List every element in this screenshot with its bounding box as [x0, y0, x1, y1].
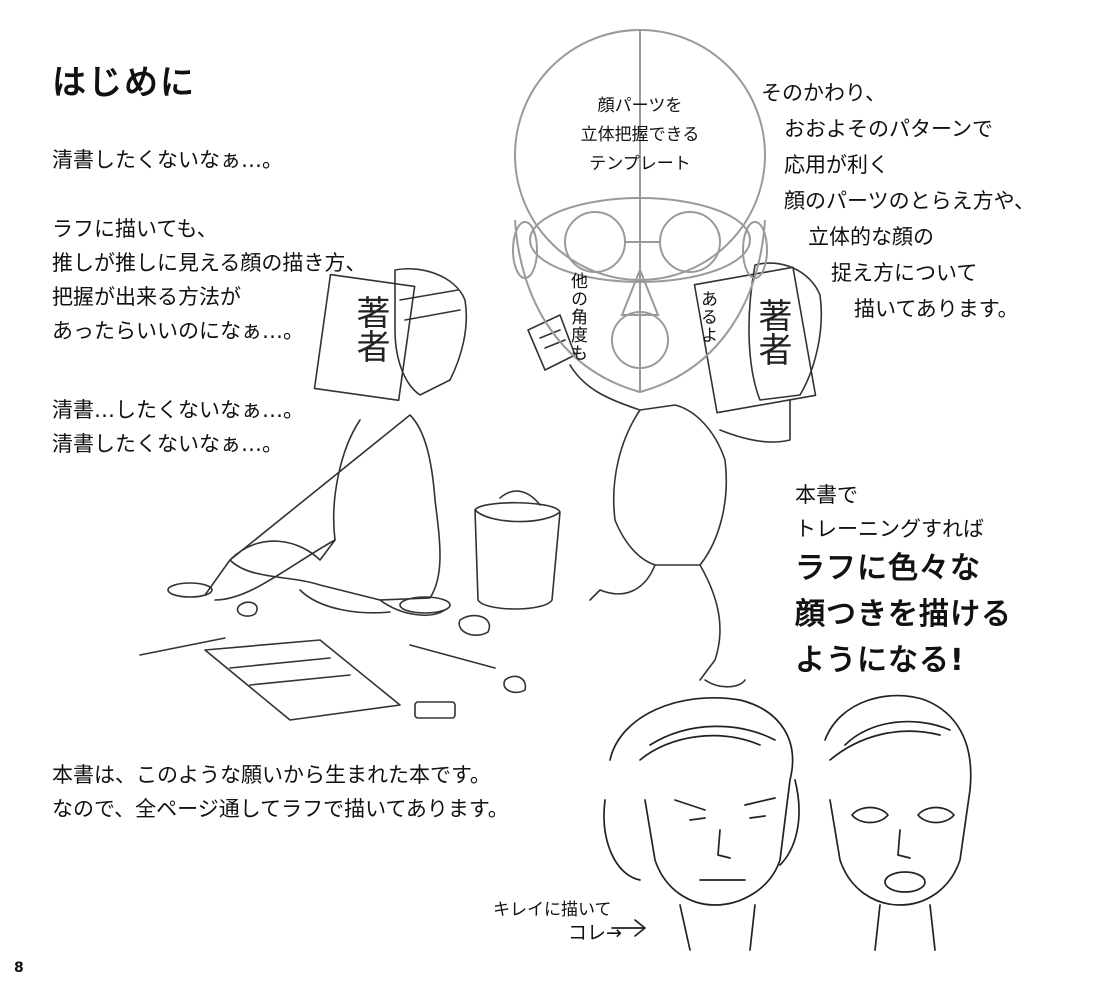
face-slick-hair [603, 696, 800, 951]
intro-paragraph-3: 清書…したくないなぁ…。 清書したくないなぁ…。 [52, 398, 304, 456]
right-line: 顔のパーツのとらえ方や、 [784, 189, 1035, 213]
author-sign-right: 著者 [752, 298, 792, 366]
promo-line: トレーニングすれば [795, 517, 984, 541]
template-note-line: テンプレート [589, 154, 691, 174]
right-line: 応用が利く [784, 153, 889, 177]
clean-drawing-label: キレイに描いて [493, 900, 612, 920]
there-is-note: あるよ [697, 290, 717, 344]
sketchbook [204, 639, 401, 721]
template-note-line: 立体把握できる [580, 125, 700, 145]
intro-paragraph-4: 本書は、このような願いから生まれた本です。 なので、全ページ通してラフで描いてあ… [52, 763, 509, 821]
intro-paragraph-2: ラフに描いても、 推しが推しに見える顔の描き方、 把握が出来る方法が あったらい… [52, 217, 367, 343]
trash-can [474, 501, 561, 610]
right-paragraph: そのかわり、 おおよそのパターンで 応用が利く 顔のパーツのとらえ方や、 立体的… [756, 75, 1035, 327]
right-line: 捉え方について [831, 261, 978, 285]
standing-figure-legs [589, 564, 721, 681]
promo-block: 本書で トレーニングすれば ラフに色々な 顔つきを描ける ようになる! [795, 478, 1012, 684]
template-note-line: 顔パーツを [597, 96, 683, 116]
seated-figure-legs [214, 539, 446, 616]
standing-figure-head [748, 262, 823, 401]
right-line: 描いてあります。 [854, 297, 1019, 321]
pencil-1 [139, 637, 226, 656]
right-line: おおよそのパターンで [784, 117, 993, 141]
right-line: そのかわり、 [761, 81, 887, 105]
other-angles-note: 他の角度も [567, 272, 587, 362]
promo-headline: ラフに色々な [795, 551, 981, 586]
intro-paragraph-1: 清書したくないなぁ…。 [52, 148, 283, 172]
standing-figure-body [612, 404, 728, 566]
standing-figure-arm [569, 364, 791, 443]
face-short-hair [824, 694, 972, 951]
promo-headline: 顔つきを描ける [795, 597, 1012, 632]
page-title: はじめに [52, 63, 196, 103]
right-line: 立体的な顔の [808, 225, 934, 249]
template-note: 顔パーツを 立体把握できる テンプレート [575, 92, 705, 179]
eraser [414, 701, 456, 719]
arrow-icon [611, 919, 646, 937]
promo-line: 本書で [795, 483, 858, 507]
face-template-guide [512, 29, 768, 394]
author-sign-left: 著者 [350, 295, 390, 363]
seated-figure-head [394, 268, 468, 396]
pencil-2 [409, 644, 496, 669]
author-sign-right-frame [693, 266, 817, 414]
author-sign-left-frame [313, 273, 416, 402]
this-label: コレ→ [568, 922, 622, 944]
page-number: 8 [14, 960, 24, 976]
promo-headline: ようになる! [795, 643, 965, 678]
